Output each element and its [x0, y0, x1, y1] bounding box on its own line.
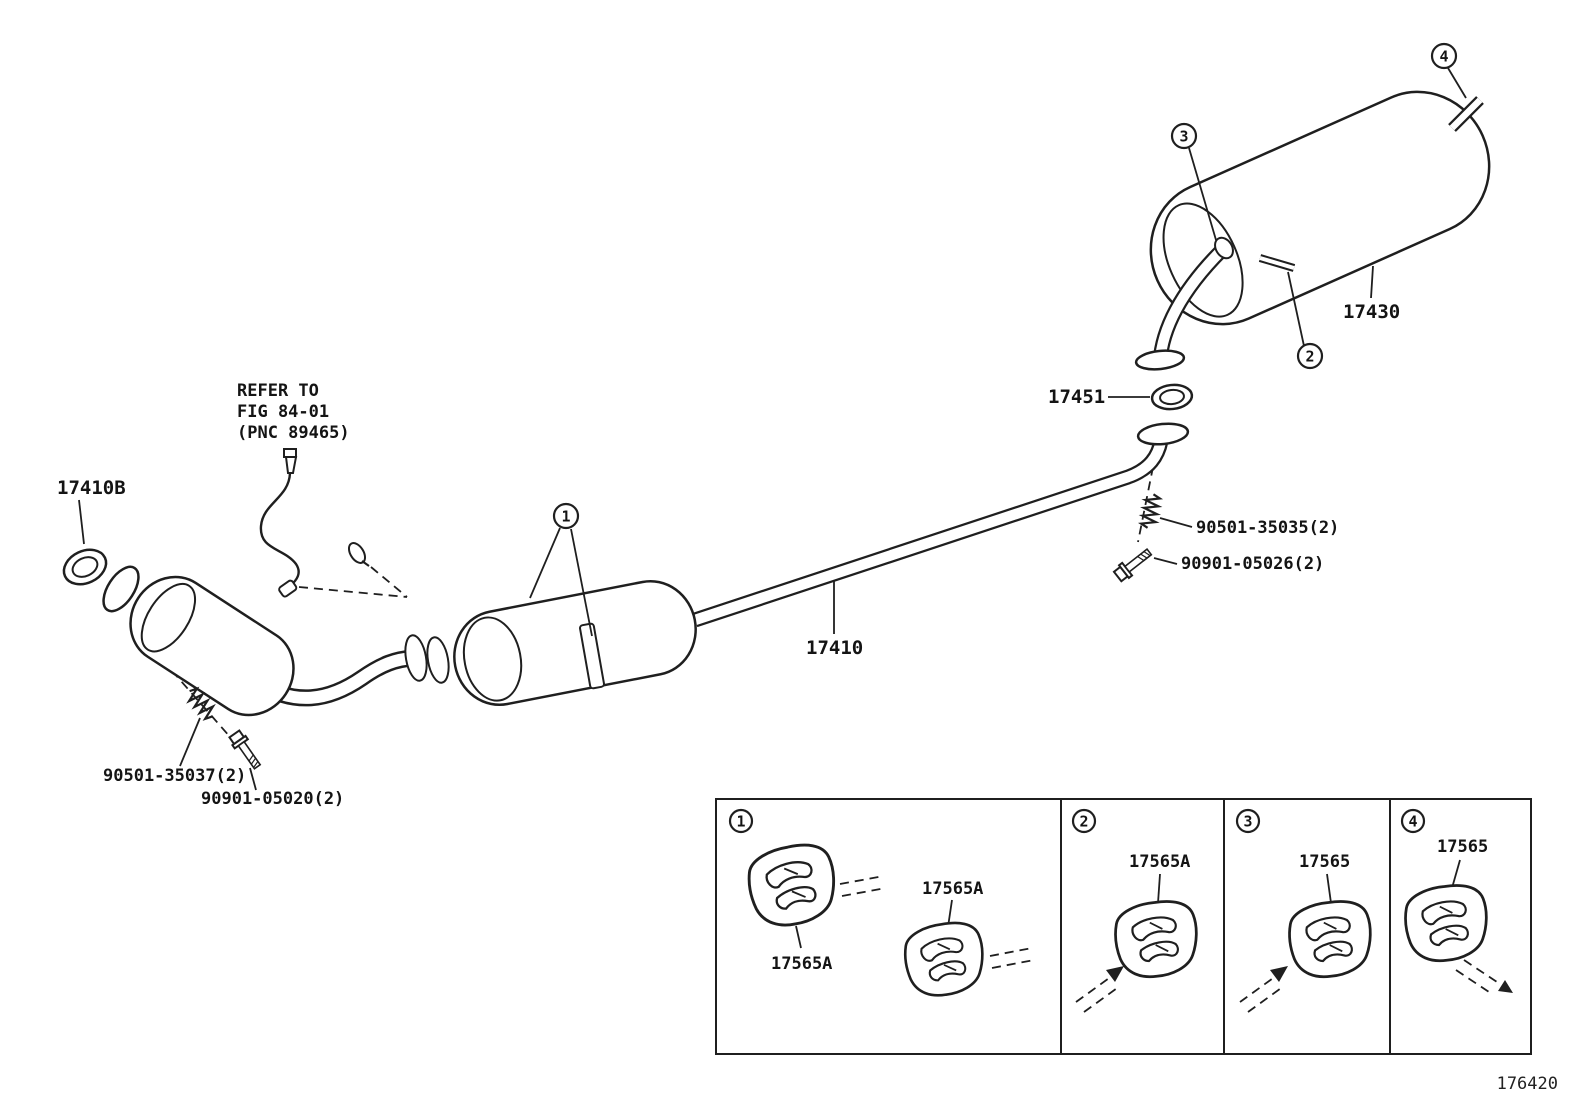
muffler-hanger-pin-drawing: [1258, 254, 1296, 272]
part-label-17410[interactable]: 17410: [806, 637, 863, 659]
catalytic-converter-drawing: [129, 575, 295, 717]
sensor-locator-dashes: [298, 566, 408, 598]
legend-label-17565a-1[interactable]: 17565A: [771, 954, 832, 974]
part-label-17410b[interactable]: 17410B: [57, 477, 126, 499]
hanger-insulator-drawing: [1397, 877, 1497, 970]
callout-2-number: 2: [1305, 348, 1314, 366]
legend-cell-1: 1 17565A 17565A: [728, 808, 1035, 1005]
legend-cell-3: 3 17565: [1235, 808, 1381, 1013]
pipe-bracket-drawing: [579, 622, 605, 690]
legend-cell-2: 2 17565A: [1071, 808, 1207, 1013]
hanger-insulator-drawing: [897, 914, 993, 1005]
legend-cell-3-number: 3: [1243, 813, 1252, 831]
oxygen-sensor-drawing: [259, 448, 370, 598]
label-spring-left: 90501-35037(2): [103, 717, 246, 786]
refer-note-line3: (PNC 89465): [237, 423, 350, 443]
front-flange-drawing: [102, 565, 140, 613]
callout-1-number: 1: [561, 508, 570, 526]
callout-3-number: 3: [1179, 128, 1188, 146]
label-spring-right: 90501-35035(2): [1159, 517, 1339, 538]
refer-note: REFER TO FIG 84-01 (PNC 89465): [237, 381, 350, 443]
callout-3[interactable]: 3: [1170, 122, 1217, 241]
legend-label-17565a-2[interactable]: 17565A: [922, 879, 983, 899]
label-bolt-right: 90901-05026(2): [1153, 554, 1324, 574]
label-bolt-left: 90901-05020(2): [201, 767, 344, 809]
legend-cell-2-number: 2: [1079, 813, 1088, 831]
hanger-insulator-drawing: [739, 834, 847, 936]
legend-cell-4: 4 17565: [1397, 808, 1513, 995]
front-joint-flanges-drawing: [404, 634, 450, 684]
part-label-90501-35037[interactable]: 90501-35037(2): [103, 766, 246, 786]
figure-number: 176420: [1497, 1074, 1558, 1094]
part-label-17451[interactable]: 17451: [1048, 386, 1105, 408]
callout-1[interactable]: 1: [529, 502, 593, 637]
callout-4-number: 4: [1439, 48, 1448, 66]
refer-note-line2: FIG 84-01: [237, 402, 329, 422]
rear-joint-drawing: [1134, 349, 1194, 446]
center-pipe-drawing: [692, 439, 1169, 628]
label-front-pipe-gasket: 17410B: [57, 477, 126, 545]
label-muffler: 17430: [1343, 265, 1400, 323]
legend-cell-1-number: 1: [736, 813, 745, 831]
part-label-17430[interactable]: 17430: [1343, 301, 1400, 323]
exhaust-pipe-gasket-drawing: [1150, 383, 1194, 411]
part-label-90901-05020[interactable]: 90901-05020(2): [201, 789, 344, 809]
tailpipe-tip-drawing: [1448, 96, 1484, 132]
resonator-drawing: [453, 579, 697, 707]
muffler-drawing: [1149, 90, 1491, 326]
arrow-head: [1498, 980, 1513, 993]
arrow-head: [1270, 966, 1288, 982]
refer-note-line1: REFER TO: [237, 381, 319, 401]
hanger-insulator-drawing: [1281, 893, 1381, 986]
label-exhaust-pipe-gasket: 17451: [1048, 386, 1150, 408]
bolt-right-drawing: [1111, 544, 1156, 584]
part-label-90901-05026[interactable]: 90901-05026(2): [1181, 554, 1324, 574]
callout-4[interactable]: 4: [1430, 42, 1467, 99]
legend-label-17565-1[interactable]: 17565: [1299, 852, 1350, 872]
legend-cell-4-number: 4: [1408, 813, 1417, 831]
legend-label-17565a-3[interactable]: 17565A: [1129, 852, 1190, 872]
hanger-insulator-drawing: [1107, 893, 1207, 986]
callout-2[interactable]: 2: [1287, 271, 1324, 370]
arrow-head: [1106, 966, 1124, 982]
front-gasket-ring-drawing: [62, 548, 108, 586]
part-label-90501-35035[interactable]: 90501-35035(2): [1196, 518, 1339, 538]
legend-table: 1 17565A 17565A 2 17565A 3: [715, 798, 1532, 1055]
legend-label-17565-2[interactable]: 17565: [1437, 837, 1488, 857]
label-center-pipe: 17410: [806, 580, 863, 659]
